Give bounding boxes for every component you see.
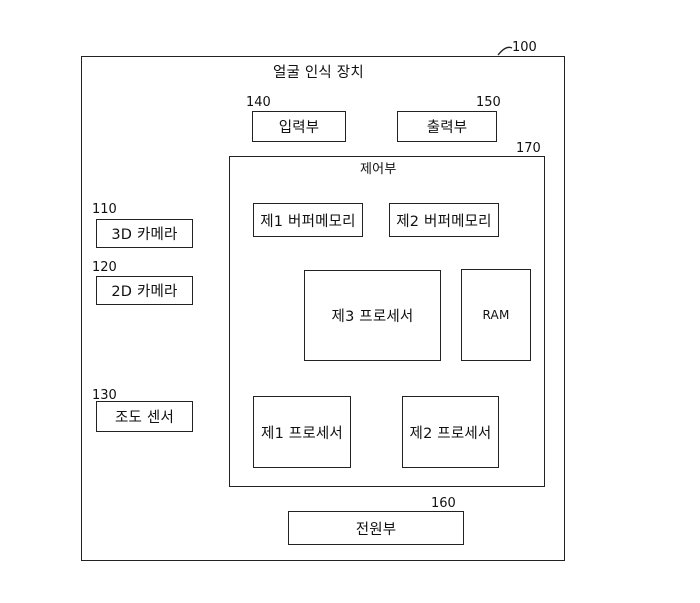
processor-1-label: 제1 프로세서 xyxy=(261,425,343,442)
ref-100: 100 xyxy=(512,40,537,55)
ram-box: RAM xyxy=(461,269,531,361)
camera-2d-label: 2D 카메라 xyxy=(111,284,178,300)
ref-150: 150 xyxy=(476,95,501,110)
ref-120: 120 xyxy=(92,260,117,275)
camera-3d-box: 3D 카메라 xyxy=(96,219,193,248)
output-unit-label: 출력부 xyxy=(426,120,468,136)
buffer-memory-2-label: 제2 버퍼메모리 xyxy=(396,213,492,230)
device-title: 얼굴 인식 장치 xyxy=(273,65,364,81)
buffer-memory-1-label: 제1 버퍼메모리 xyxy=(260,213,356,230)
processor-1-box: 제1 프로세서 xyxy=(253,396,351,468)
input-unit-box: 입력부 xyxy=(252,111,346,142)
ref-140: 140 xyxy=(246,95,271,110)
light-sensor-label: 조도 센서 xyxy=(115,410,174,426)
ref-110: 110 xyxy=(92,202,117,217)
light-sensor-box: 조도 센서 xyxy=(96,401,193,432)
ref-130: 130 xyxy=(92,388,117,403)
output-unit-box: 출력부 xyxy=(397,111,497,142)
ram-label: RAM xyxy=(482,308,510,322)
buffer-memory-1-box: 제1 버퍼메모리 xyxy=(253,203,363,237)
power-unit-box: 전원부 xyxy=(288,511,464,545)
control-unit-label: 제어부 xyxy=(360,162,397,177)
processor-2-label: 제2 프로세서 xyxy=(409,425,492,442)
ref-160: 160 xyxy=(431,496,456,511)
power-unit-label: 전원부 xyxy=(355,521,397,538)
ref-170: 170 xyxy=(516,141,541,156)
processor-3-label: 제3 프로세서 xyxy=(331,309,414,325)
processor-3-box: 제3 프로세서 xyxy=(304,270,441,361)
camera-2d-box: 2D 카메라 xyxy=(96,276,193,305)
leader-100 xyxy=(497,46,513,56)
camera-3d-label: 3D 카메라 xyxy=(111,227,178,243)
processor-2-box: 제2 프로세서 xyxy=(402,396,499,468)
buffer-memory-2-box: 제2 버퍼메모리 xyxy=(389,203,499,237)
input-unit-label: 입력부 xyxy=(278,120,320,136)
